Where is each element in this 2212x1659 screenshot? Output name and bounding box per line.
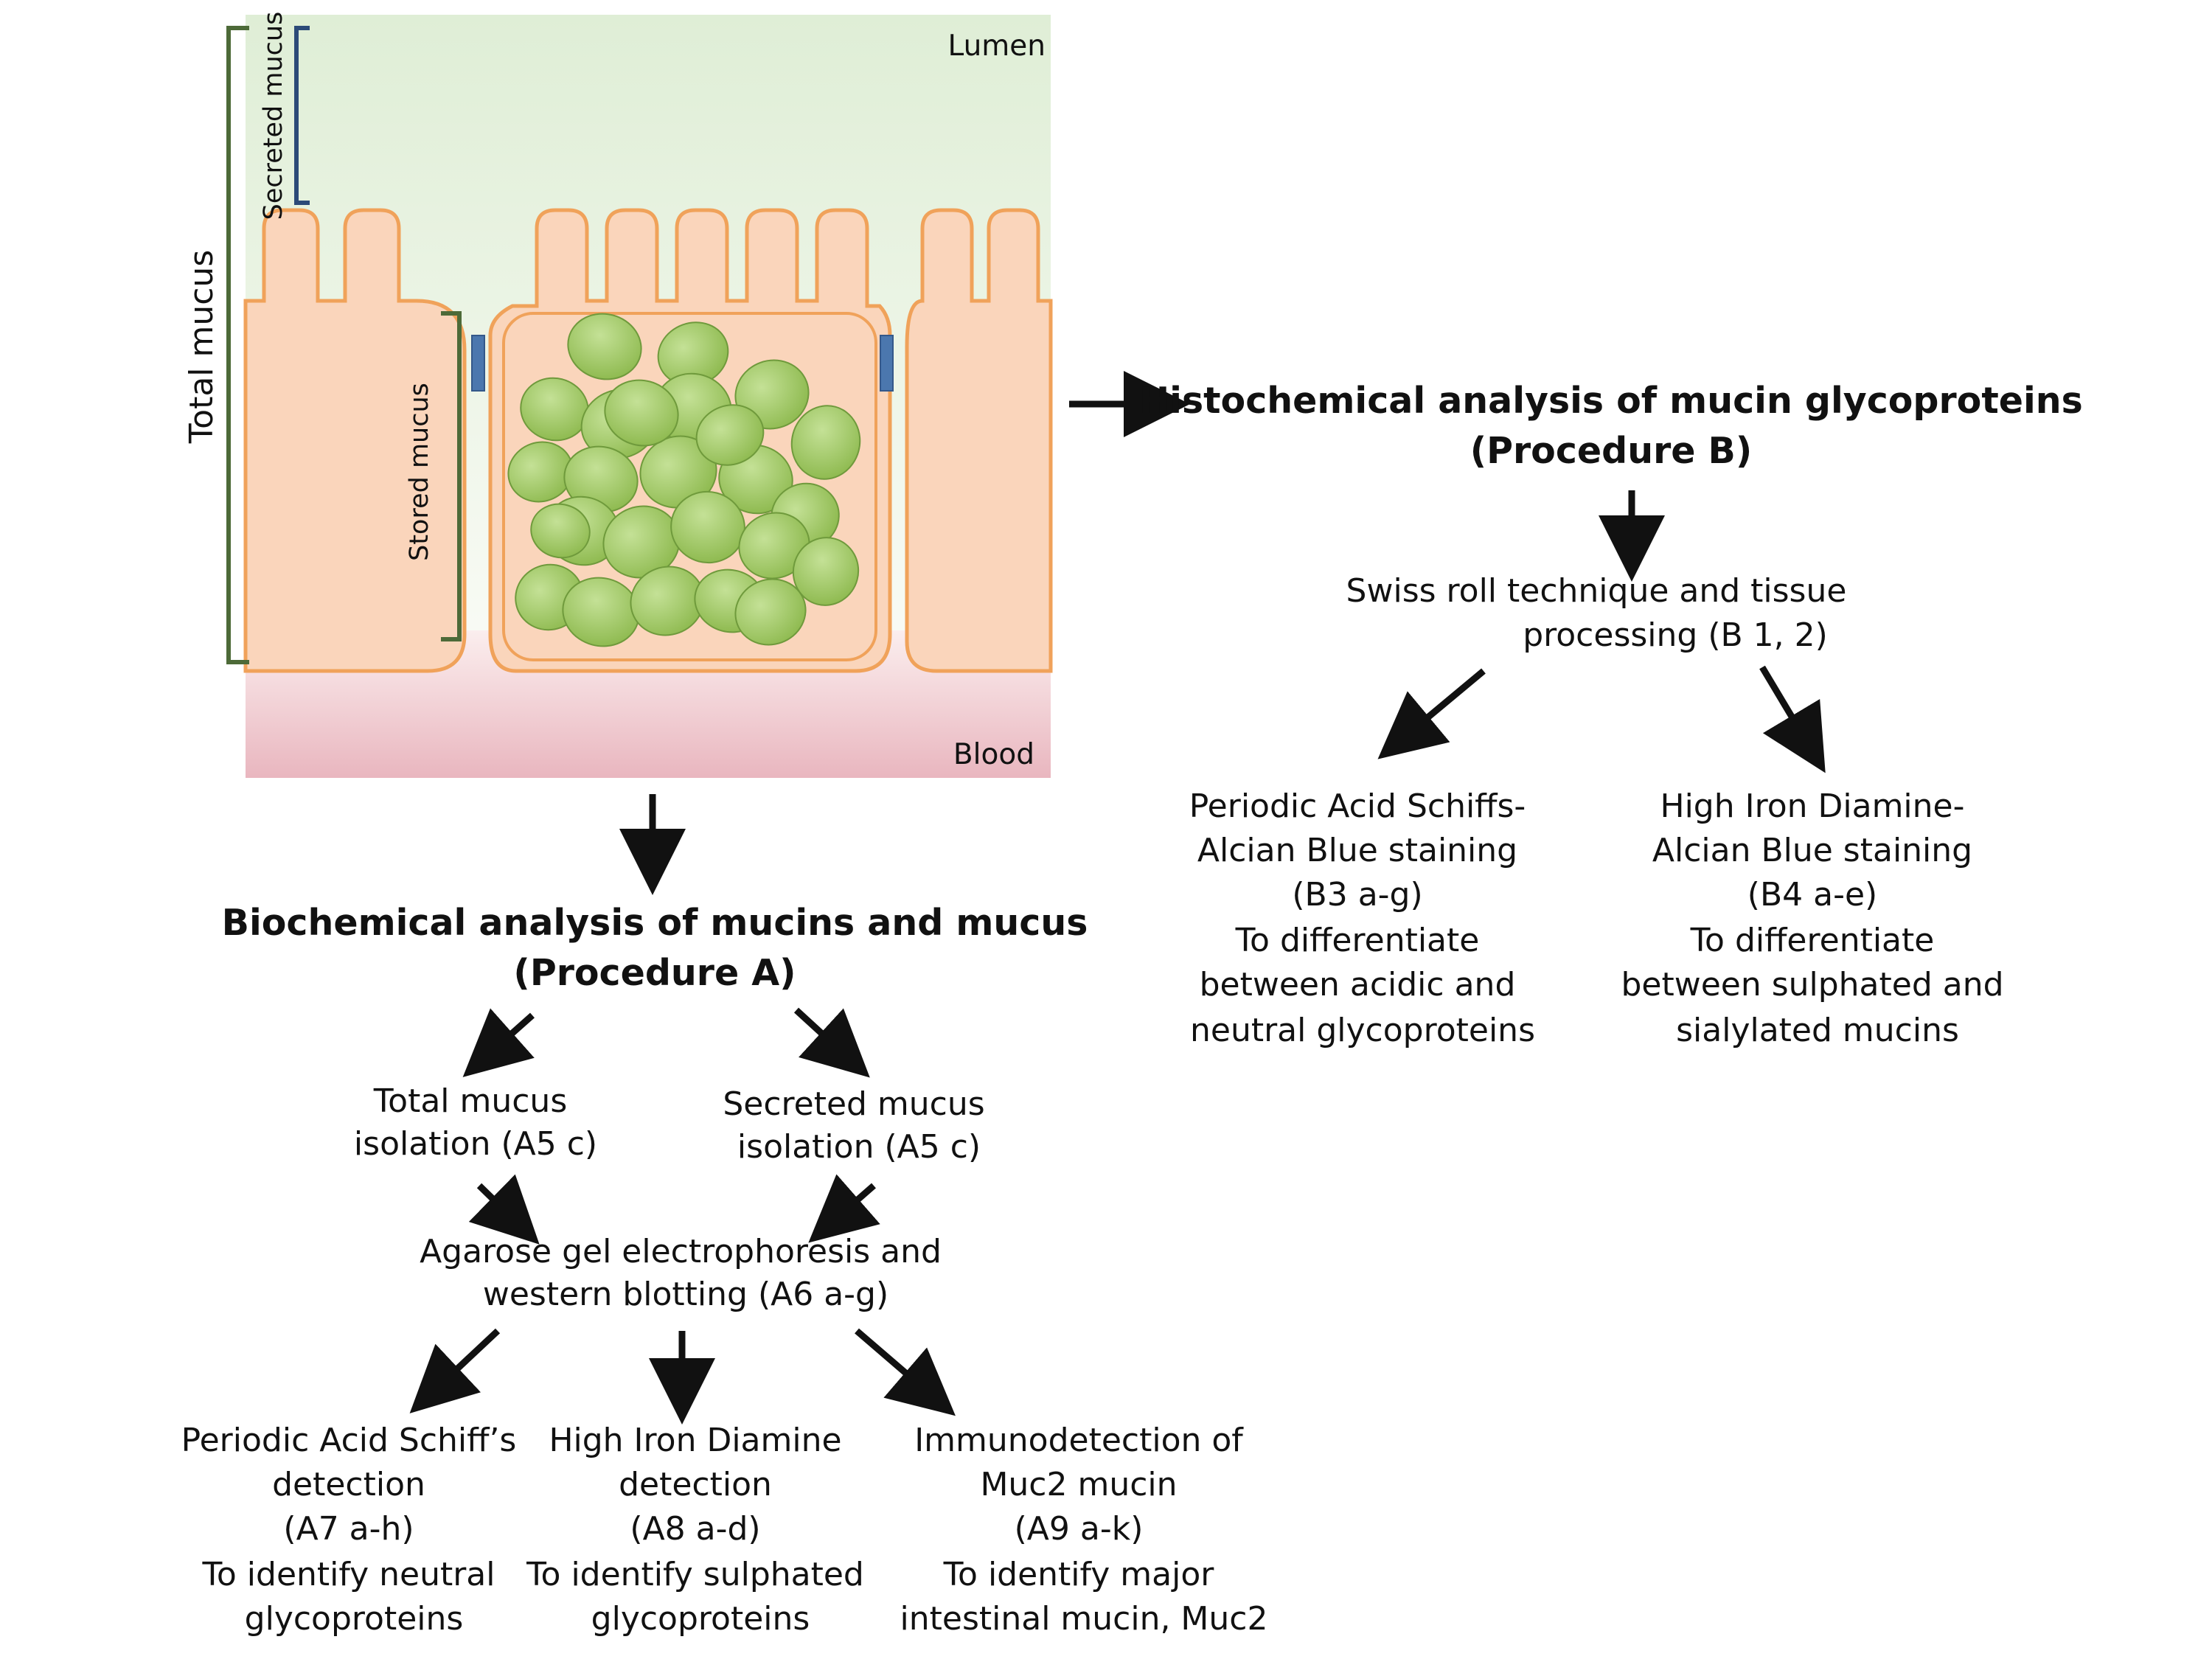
procedure-b: Histochemical analysis of mucin glycopro… (1069, 371, 2083, 1049)
immunodetection-step: Immunodetection of Muc2 mucin (A9 a-k) T… (900, 1422, 1268, 1638)
procedure-a-subtitle: (Procedure A) (513, 952, 796, 994)
arrow-from-secreted-isolation (808, 1174, 880, 1243)
secreted-mucus-label: Secreted mucus (259, 12, 288, 220)
arrow-from-total-isolation (468, 1174, 540, 1245)
lumen-label: Lumen (948, 29, 1046, 63)
secreted-mucus-isolation-step: Secreted mucus isolation (A5 c) (723, 1085, 995, 1166)
stored-mucus-label: Stored mucus (405, 383, 434, 561)
arrow-to-pas-ab (1377, 668, 1486, 759)
goblet-cell-theca (502, 312, 877, 661)
procedure-b-subtitle: (Procedure B) (1470, 430, 1753, 472)
secreted-mucus-bracket (294, 26, 310, 205)
swiss-roll-step: Swiss roll technique and tissue processi… (1346, 572, 1857, 654)
mucin-granule (790, 405, 861, 480)
mucin-granule (734, 578, 807, 646)
mucin-granule (738, 512, 810, 580)
total-mucus-label: Total mucus (183, 250, 220, 445)
mucin-granule (567, 313, 642, 380)
total-mucus-bracket (226, 26, 249, 664)
hid-detection-step: High Iron Diamine detection (A8 a-d) To … (526, 1422, 874, 1638)
arrow-to-hid-ab (1759, 665, 1826, 773)
mucin-granule (695, 404, 765, 466)
tight-junction-right (880, 335, 894, 392)
arrow-to-total-mucus-isolation (462, 1008, 535, 1077)
procedure-a-title: Biochemical analysis of mucins and mucus (222, 902, 1088, 944)
pas-ab-staining-step: Periodic Acid Schiffs- Alcian Blue stain… (1189, 787, 1537, 1049)
right-epithelial-cell (905, 208, 1053, 673)
left-epithelial-cell (243, 208, 467, 673)
tight-junction-left (471, 335, 485, 392)
arrow-to-pas-detection (409, 1328, 501, 1413)
mucin-granule (792, 537, 860, 606)
arrow-to-immunodetection (855, 1328, 956, 1416)
hid-ab-staining-step: High Iron Diamine- Alcian Blue staining … (1621, 787, 2014, 1049)
mucin-granule (604, 379, 679, 447)
procedure-b-title: Histochemical analysis of mucin glycopro… (1139, 380, 2083, 422)
epithelium-illustration: Lumen Blood Total mucus Secreted mucus S… (183, 12, 1053, 778)
procedure-a: Biochemical analysis of mucins and mucus… (181, 794, 1268, 1638)
pas-detection-step: Periodic Acid Schiff’s detection (A7 a-h… (181, 1422, 527, 1638)
stored-mucus-bracket (441, 311, 462, 641)
arrow-to-secreted-mucus-isolation (793, 1007, 870, 1078)
total-mucus-isolation-step: Total mucus isolation (A5 c) (354, 1082, 597, 1163)
mucin-granule (530, 503, 591, 559)
electrophoresis-step: Agarose gel electrophoresis and western … (420, 1233, 952, 1313)
mucin-granules (507, 313, 861, 647)
blood-label: Blood (953, 738, 1034, 771)
